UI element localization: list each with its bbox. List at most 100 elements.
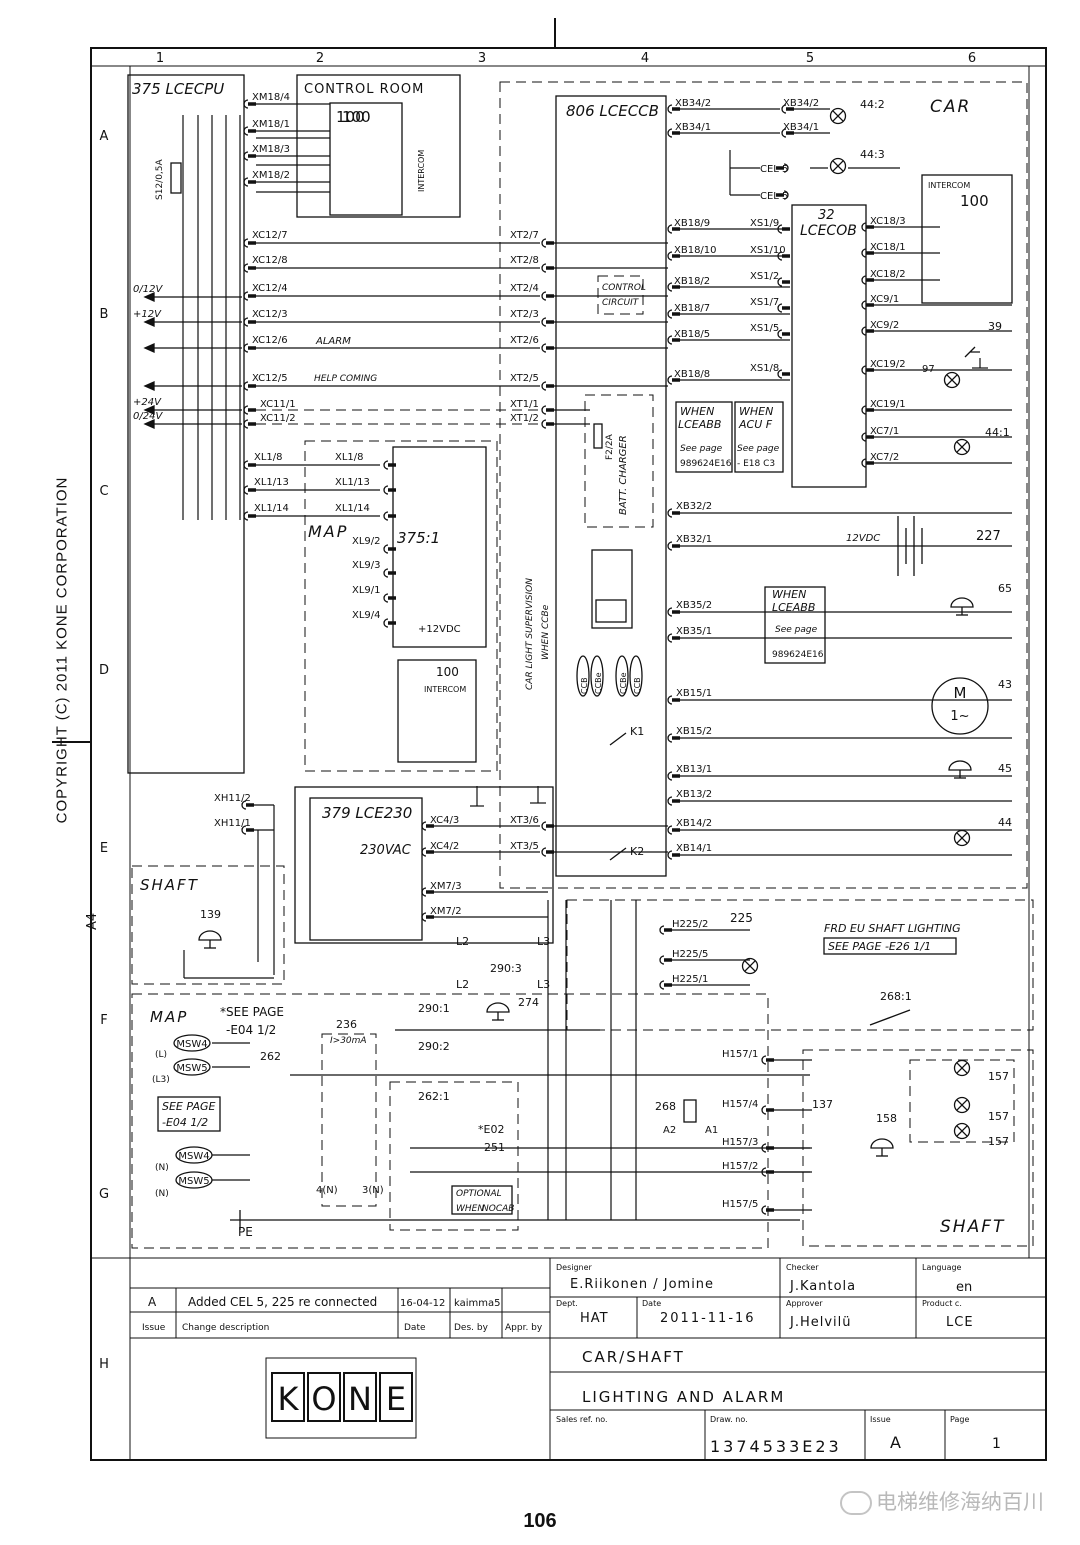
connector-icon bbox=[777, 329, 783, 339]
label: XB18/2 bbox=[674, 276, 710, 287]
connector-icon bbox=[667, 541, 673, 551]
title-block-text: J.Kantola bbox=[789, 1279, 856, 1294]
label: 158 bbox=[876, 1112, 897, 1125]
label: HELP COMING bbox=[314, 374, 377, 384]
title-block-text: A bbox=[890, 1433, 901, 1452]
title-block-text: HAT bbox=[580, 1311, 609, 1326]
connector-icon bbox=[777, 303, 783, 313]
title-block-text: 16-04-12 bbox=[400, 1298, 445, 1309]
arrow-icon bbox=[143, 418, 155, 430]
map-bottom-area bbox=[131, 993, 769, 1249]
connector-icon bbox=[243, 419, 249, 429]
label: 251 bbox=[484, 1141, 505, 1154]
column-label: 2 bbox=[316, 51, 324, 66]
label: XC19/2 bbox=[870, 359, 906, 370]
label: XB18/7 bbox=[674, 303, 710, 314]
connector-icon bbox=[777, 277, 783, 287]
control-room-title: CONTROL ROOM bbox=[304, 82, 424, 97]
label: 290:3 bbox=[490, 962, 522, 975]
title-block-text: E.Riikonen / Jomine bbox=[570, 1277, 714, 1292]
label: XL1/14 bbox=[254, 503, 289, 514]
lcecob-box bbox=[791, 204, 867, 488]
title-block-text: Checker bbox=[786, 1263, 819, 1272]
bell-icon bbox=[870, 1138, 894, 1149]
label: 45 bbox=[998, 762, 1012, 775]
lamp-icon bbox=[829, 107, 847, 125]
label: CCB bbox=[580, 677, 589, 694]
connector-icon bbox=[861, 458, 867, 468]
switch-label-box bbox=[173, 1058, 211, 1076]
control-circuit-area bbox=[597, 275, 644, 315]
car-area bbox=[499, 81, 1028, 889]
wire bbox=[956, 832, 968, 844]
label: XB15/1 bbox=[676, 688, 712, 699]
label: 268:1 bbox=[880, 990, 912, 1003]
rcd-area bbox=[321, 1033, 377, 1207]
label: H157/2 bbox=[722, 1161, 758, 1172]
switch-icon bbox=[964, 346, 980, 358]
connector-icon bbox=[383, 460, 389, 470]
connector-icon bbox=[383, 544, 389, 554]
intercom-label: INTERCOM bbox=[928, 181, 970, 190]
connector-icon bbox=[761, 1105, 767, 1115]
title-block-text: Date bbox=[642, 1299, 661, 1308]
label: XB13/1 bbox=[676, 764, 712, 775]
switch-label-box bbox=[175, 1146, 213, 1164]
title-block-text: Language bbox=[922, 1263, 962, 1272]
connector-icon bbox=[243, 317, 249, 327]
when-lceabb-box-2 bbox=[764, 586, 826, 664]
label: 290:1 bbox=[418, 1002, 450, 1015]
wire bbox=[832, 110, 844, 122]
connector-icon bbox=[659, 925, 665, 935]
label: 100 bbox=[336, 108, 365, 126]
connector-icon bbox=[243, 405, 249, 415]
label: +24V bbox=[133, 397, 162, 408]
wiring bbox=[154, 103, 1012, 1221]
label: 1~ bbox=[950, 709, 969, 724]
connector-icon bbox=[383, 593, 389, 603]
connector-icon bbox=[243, 177, 249, 187]
label: LCEABB bbox=[772, 601, 815, 614]
label: CIRCUIT bbox=[602, 298, 640, 308]
title-block-text: E bbox=[386, 1380, 406, 1418]
label: 157 bbox=[988, 1110, 1009, 1123]
shaft-bottom-title: SHAFT bbox=[940, 1217, 1005, 1237]
column-markers bbox=[240, 48, 890, 66]
connector-icon bbox=[667, 695, 673, 705]
label: XC7/2 bbox=[870, 452, 899, 463]
map-inner-box bbox=[392, 446, 487, 648]
row-label: C bbox=[99, 484, 108, 499]
title-block-text: Product c. bbox=[922, 1299, 962, 1308]
label: L3 bbox=[537, 978, 550, 991]
label: XB34/2 bbox=[783, 98, 819, 109]
when-lceabb-box bbox=[675, 401, 733, 473]
label: XB14/2 bbox=[676, 818, 712, 829]
label: (N) bbox=[155, 1189, 169, 1199]
label: XC18/3 bbox=[870, 216, 906, 227]
lce230-box bbox=[309, 797, 423, 941]
label: H225/1 bbox=[672, 974, 708, 985]
connector-icon bbox=[667, 335, 673, 345]
title-block-text: 2011-11-16 bbox=[660, 1311, 756, 1326]
map-intercom-box bbox=[397, 659, 477, 763]
label: XT2/3 bbox=[510, 309, 539, 320]
label: XB35/1 bbox=[676, 626, 712, 637]
label: XC11/2 bbox=[260, 413, 296, 424]
batt-charger-area bbox=[584, 394, 654, 528]
title-block-text: Issue bbox=[142, 1323, 166, 1333]
connector-icon bbox=[541, 317, 547, 327]
title-block-text: LIGHTING AND ALARM bbox=[582, 1388, 785, 1406]
label: MSW5 bbox=[178, 1176, 209, 1187]
see-page-e04-box bbox=[157, 1096, 221, 1132]
column-label: 3 bbox=[478, 51, 486, 66]
bell-icon bbox=[486, 1002, 510, 1013]
label: XS1/8 bbox=[750, 363, 779, 374]
label: *SEE PAGE bbox=[220, 1005, 284, 1019]
title-block-text: Designer bbox=[556, 1263, 593, 1272]
title-block-text: Approver bbox=[786, 1299, 823, 1308]
label: 43 bbox=[998, 678, 1012, 691]
title-block-text: J.Helvilü bbox=[789, 1315, 852, 1330]
label: XL1/13 bbox=[254, 477, 289, 488]
ccb-icon bbox=[576, 655, 590, 697]
